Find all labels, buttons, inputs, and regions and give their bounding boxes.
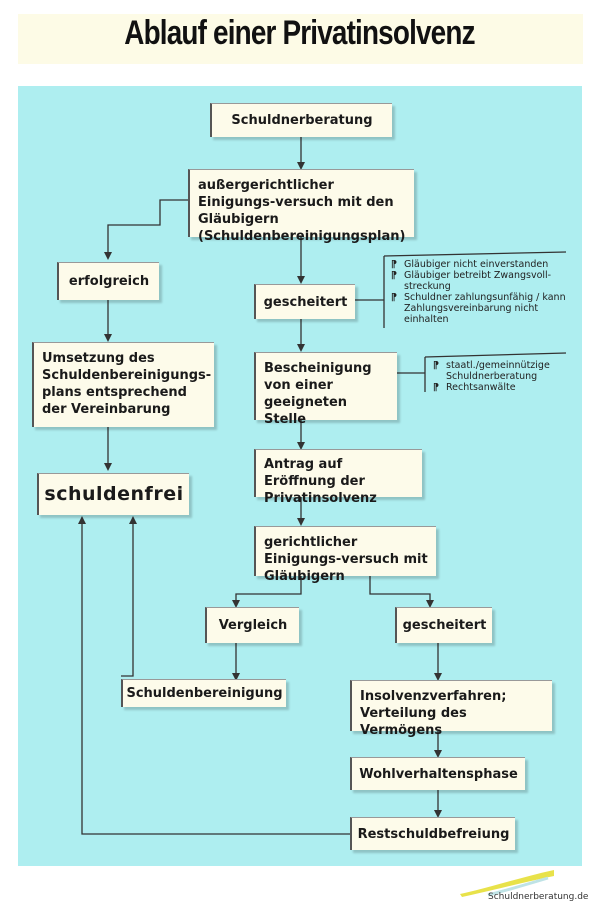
logo-swoosh-icon xyxy=(460,870,554,897)
note-item: ⁋staatl./gemeinnützige Schuldnerberatung xyxy=(433,360,550,382)
title-band xyxy=(18,14,583,64)
pilcrow-bullet-icon: ⁋ xyxy=(391,270,398,281)
arrow-to-erfolgreich xyxy=(104,199,188,260)
box-schuldnerberatung: Schuldnerberatung xyxy=(210,103,392,137)
note-gescheitert-reasons: ⁋Gläubiger nicht einverstanden ⁋Gläubige… xyxy=(388,259,568,325)
pilcrow-bullet-icon: ⁋ xyxy=(391,292,398,303)
note-bracket-gescheitert xyxy=(355,256,385,328)
note-item: ⁋Gläubiger betreibt Zwangsvoll-streckung xyxy=(391,270,552,292)
box-gerichtlicher-einigungsversuch: gerichtlicher Einigungs-versuch mit Gläu… xyxy=(254,526,436,584)
box-antrag-privatinsolvenz: Antrag auf Eröffnung der Privatinsolvenz xyxy=(254,449,422,506)
box-restschuldbefreiung: Restschuldbefreiung xyxy=(350,817,515,850)
arrow-restschuld-to-schuldenfrei xyxy=(78,516,350,835)
box-wohlverhaltensphase: Wohlverhaltensphase xyxy=(350,757,525,790)
note-item: ⁋Rechtsanwälte xyxy=(433,382,516,393)
pilcrow-bullet-icon: ⁋ xyxy=(391,259,398,270)
logo-text: Schuldnerberatung.de xyxy=(488,892,589,902)
arrow-to-gescheitert-2 xyxy=(369,576,434,608)
arrow-to-vergleich xyxy=(232,576,302,608)
note-item: ⁋Schuldner zahlungsunfähig / kann Zahlun… xyxy=(391,292,566,325)
box-umsetzung-schuldenbereinigungsplan: Umsetzung des Schuldenbereinigungs-plans… xyxy=(32,342,214,427)
box-insolvenzverfahren: Insolvenzverfahren; Verteilung des Vermö… xyxy=(350,680,552,738)
note-item: ⁋Gläubiger nicht einverstanden xyxy=(391,259,549,270)
arrow-schuldenbereinigung-to-schuldenfrei xyxy=(121,516,137,677)
box-bescheinigung: Bescheinigung von einer geeigneten Stell… xyxy=(254,352,397,427)
box-erfolgreich: erfolgreich xyxy=(57,262,159,300)
pilcrow-bullet-icon: ⁋ xyxy=(433,360,440,371)
box-gescheitert-1: gescheitert xyxy=(254,284,355,319)
page-title: Ablauf einer Privatinsolvenz xyxy=(124,14,475,52)
note-bracket-bescheinigung xyxy=(397,357,426,392)
box-gescheitert-2: gescheitert xyxy=(395,607,492,643)
box-schuldenfrei: schuldenfrei xyxy=(37,473,189,515)
box-schuldenbereinigung: Schuldenbereinigung xyxy=(121,679,286,707)
box-aussergerichtlicher-einigungsversuch: außergerichtlicher Einigungs-versuch mit… xyxy=(188,169,414,244)
box-vergleich: Vergleich xyxy=(205,607,299,643)
note-line-gescheitert xyxy=(383,251,567,257)
note-stellen: ⁋staatl./gemeinnützige Schuldnerberatung… xyxy=(430,360,570,393)
pilcrow-bullet-icon: ⁋ xyxy=(433,382,440,393)
note-line-bescheinigung xyxy=(424,352,567,358)
